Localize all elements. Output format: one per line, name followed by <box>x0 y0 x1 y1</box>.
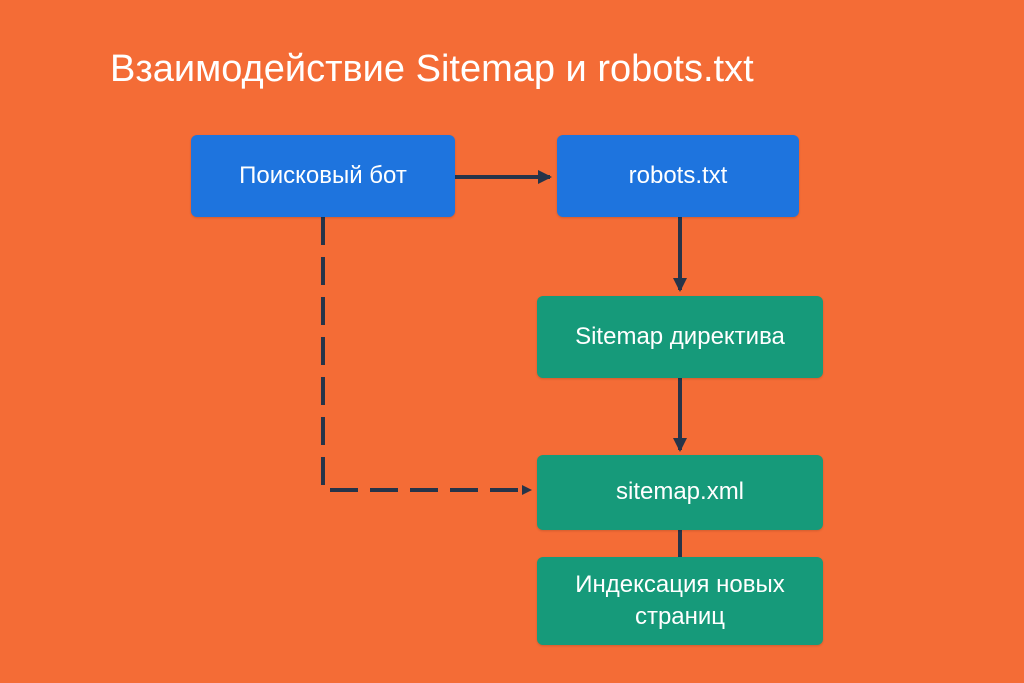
node-sitemap-directive: Sitemap директива <box>537 296 823 378</box>
diagram-title: Взаимодействие Sitemap и robots.txt <box>110 48 754 90</box>
dashed-arrow-bot-to-sitemap <box>321 217 532 495</box>
node-robots-txt: robots.txt <box>557 135 799 217</box>
node-search-bot: Поисковый бот <box>191 135 455 217</box>
node-sitemap-xml: sitemap.xml <box>537 455 823 530</box>
node-indexing: Индексация новых страниц <box>537 557 823 645</box>
